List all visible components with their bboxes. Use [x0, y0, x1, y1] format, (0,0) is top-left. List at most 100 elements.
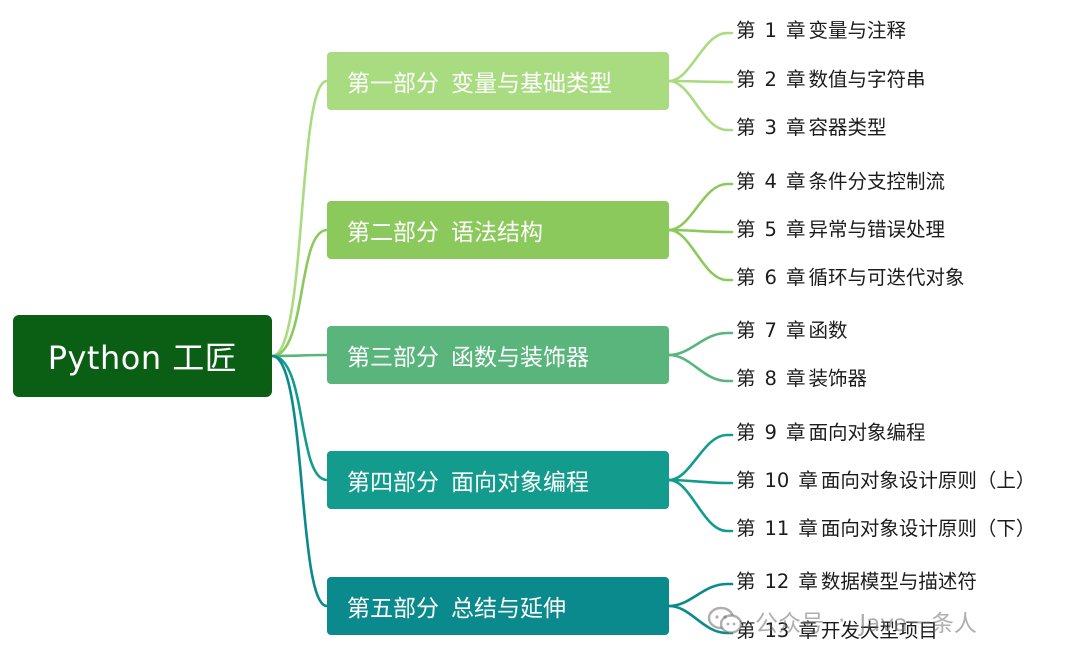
chapter-title: 开发大型项目 — [820, 619, 938, 642]
section-node-5: 第五部分总结与延伸 — [327, 577, 669, 635]
chapter-title: 数据模型与描述符 — [820, 570, 977, 593]
watermark: 公众号 · Java一条人 — [707, 603, 977, 639]
chapter-suffix: 章 — [785, 367, 806, 390]
section-title: 语法结构 — [451, 220, 543, 246]
chapter-title: 面向对象设计原则（上） — [820, 469, 1036, 492]
chapter-node-11: 第 11 章面向对象设计原则（下） — [736, 515, 1035, 543]
chapter-suffix: 章 — [785, 68, 806, 91]
chapter-prefix: 第 — [736, 19, 756, 42]
connector-section-3-chapter-8 — [667, 353, 734, 383]
watermark-platform: 公众号 — [755, 611, 824, 637]
chapter-number: 12 — [764, 570, 790, 593]
section-title: 面向对象编程 — [451, 470, 589, 496]
chapter-suffix: 章 — [798, 619, 818, 642]
section-label: 第一部分 — [347, 71, 439, 97]
section-node-2: 第二部分语法结构 — [327, 201, 669, 259]
connector-root-section-4 — [270, 354, 329, 482]
chapter-prefix: 第 — [736, 421, 756, 444]
chapter-title: 异常与错误处理 — [808, 218, 945, 241]
section-title: 函数与装饰器 — [451, 345, 589, 371]
chapter-suffix: 章 — [785, 266, 806, 289]
chapter-number: 11 — [764, 517, 790, 540]
connector-section-4-chapter-9 — [667, 433, 734, 482]
chapter-number: 1 — [764, 19, 777, 42]
chapter-suffix: 章 — [785, 116, 806, 139]
chapter-prefix: 第 — [736, 570, 756, 593]
chapter-title: 条件分支控制流 — [808, 170, 945, 193]
section-node-3: 第三部分函数与装饰器 — [327, 326, 669, 384]
chapter-prefix: 第 — [736, 266, 756, 289]
section-label: 第五部分 — [347, 596, 439, 622]
chapter-title: 装饰器 — [808, 367, 867, 390]
chapter-prefix: 第 — [736, 367, 756, 390]
connector-section-4-chapter-11 — [667, 478, 734, 533]
section-label: 第二部分 — [347, 220, 439, 246]
chapter-suffix: 章 — [785, 170, 806, 193]
connector-section-2-chapter-5 — [667, 228, 734, 234]
chapter-prefix: 第 — [736, 170, 756, 193]
chapter-suffix: 章 — [798, 469, 818, 492]
section-node-1: 第一部分变量与基础类型 — [327, 52, 669, 110]
chapter-prefix: 第 — [736, 68, 756, 91]
chapter-title: 面向对象设计原则（下） — [820, 517, 1036, 540]
chapter-number: 4 — [764, 170, 777, 193]
chapter-title: 循环与可迭代对象 — [808, 266, 965, 289]
chapter-suffix: 章 — [785, 319, 806, 342]
section-label: 第三部分 — [347, 345, 439, 371]
connector-section-2-chapter-6 — [667, 228, 734, 282]
chapter-prefix: 第 — [736, 319, 756, 342]
chapter-suffix: 章 — [798, 570, 818, 593]
chapter-prefix: 第 — [736, 517, 756, 540]
section-node-4: 第四部分面向对象编程 — [327, 451, 669, 509]
chapter-title: 变量与注释 — [808, 19, 906, 42]
connector-root-section-1 — [270, 79, 329, 358]
chapter-prefix: 第 — [736, 469, 756, 492]
section-title: 变量与基础类型 — [451, 71, 612, 97]
chapter-title: 数值与字符串 — [808, 68, 926, 91]
chapter-number: 2 — [764, 68, 777, 91]
connector-section-1-chapter-3 — [667, 79, 734, 132]
connector-root-section-3 — [270, 353, 329, 358]
chapter-number: 6 — [764, 266, 777, 289]
section-title: 总结与延伸 — [451, 596, 566, 622]
connector-section-1-chapter-2 — [667, 79, 734, 84]
chapter-prefix: 第 — [736, 218, 756, 241]
watermark-account: Java一条人 — [859, 611, 977, 637]
connector-section-2-chapter-4 — [667, 182, 734, 232]
chapter-prefix: 第 — [736, 116, 756, 139]
chapter-title: 容器类型 — [808, 116, 887, 139]
connector-root-section-5 — [270, 354, 329, 608]
chapter-number: 7 — [764, 319, 777, 342]
section-label: 第四部分 — [347, 470, 439, 496]
connector-root-section-2 — [270, 228, 329, 358]
root-title: Python 工匠 — [47, 339, 238, 377]
chapter-suffix: 章 — [785, 19, 806, 42]
chapter-suffix: 章 — [785, 421, 806, 444]
chapter-number: 8 — [764, 367, 777, 390]
chapter-number: 9 — [764, 421, 777, 444]
chapter-node-10: 第 10 章面向对象设计原则（上） — [736, 467, 1035, 495]
connector-section-1-chapter-1 — [667, 31, 734, 83]
chapter-node-12: 第 12 章数据模型与描述符 — [736, 568, 977, 596]
chapter-number: 13 — [764, 619, 790, 642]
connector-section-5-chapter-12 — [667, 582, 734, 608]
chapter-suffix: 章 — [798, 517, 818, 540]
root-node: Python 工匠 — [13, 315, 272, 397]
chapter-title: 面向对象编程 — [808, 421, 926, 444]
chapter-number: 10 — [764, 469, 790, 492]
connector-section-3-chapter-7 — [667, 331, 734, 357]
chapter-suffix: 章 — [785, 218, 806, 241]
chapter-number: 3 — [764, 116, 777, 139]
wechat-icon — [707, 606, 743, 634]
chapter-number: 5 — [764, 218, 777, 241]
